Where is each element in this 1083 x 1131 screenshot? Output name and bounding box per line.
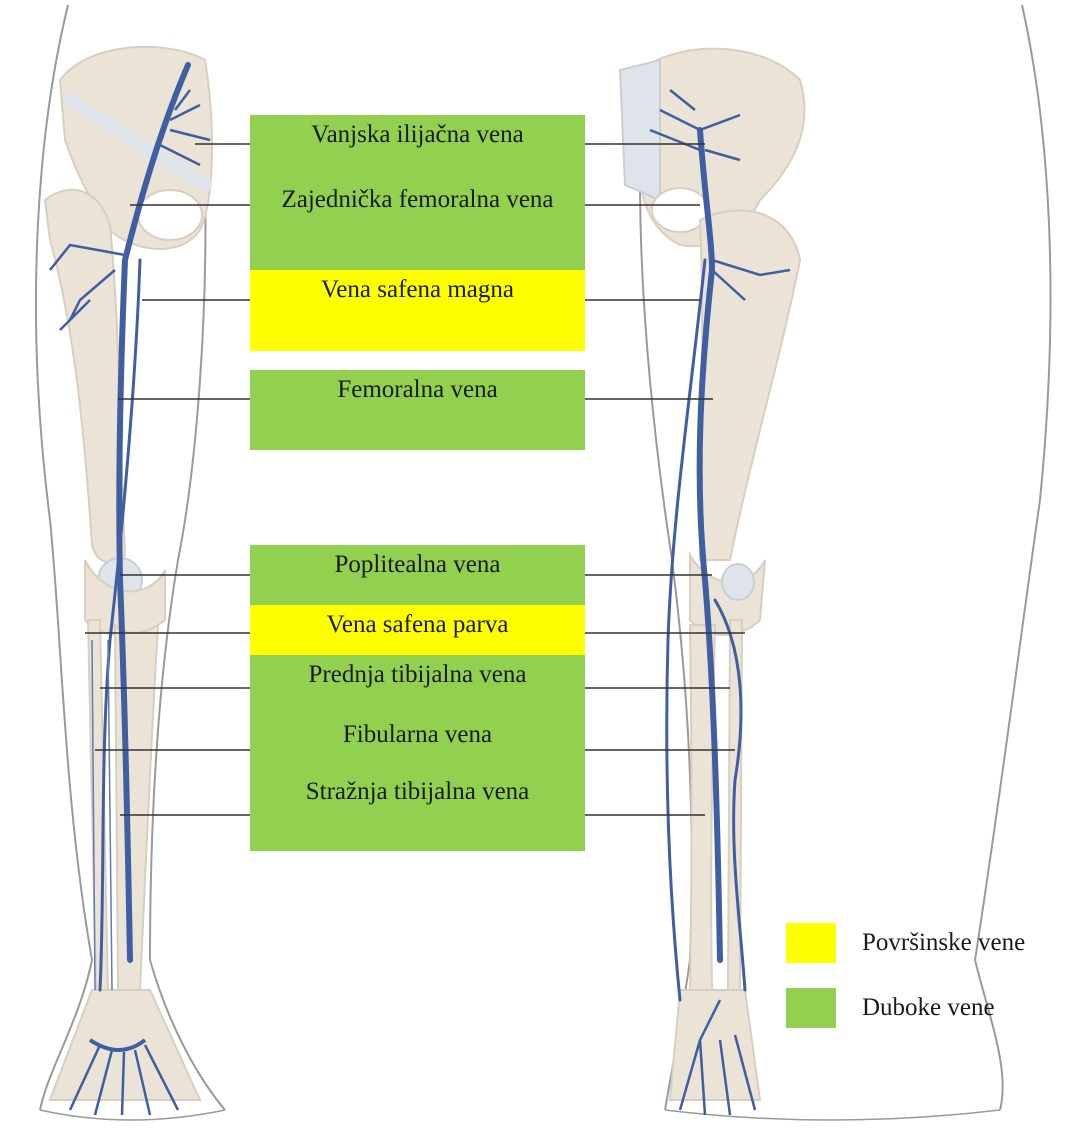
left-femur [45,190,125,563]
left-leg [36,5,225,1120]
right-sacrum [620,60,660,200]
legend-swatch-superficial [786,923,836,963]
label-femoral: Femoralna vena [250,370,585,450]
label-fibular: Fibularna vena [250,715,585,772]
label-external-iliac-text: Vanjska ilijačna vena [311,121,523,148]
left-toes-outline [40,1110,225,1120]
label-posterior-tibial: Stražnja tibijalna vena [250,772,585,851]
left-fibula [88,620,108,990]
label-anterior-tibial-text: Prednja tibijalna vena [309,661,527,688]
left-foot-bones [50,990,200,1100]
label-common-femoral: Zajednička femoralna vena [250,180,585,270]
label-femoral-text: Femoralna vena [337,376,497,403]
label-external-iliac: Vanjska ilijačna vena [250,115,585,180]
label-popliteal: Poplitealna vena [250,545,585,605]
legend-label-deep: Duboke vene [862,993,995,1023]
label-great-saphenous-text: Vena safena magna [321,276,514,303]
right-toes-outline [665,1110,1000,1120]
label-small-saphenous-text: Vena safena parva [327,611,509,638]
legend-swatch-deep [786,988,836,1028]
right-femoral-condyle [722,564,754,600]
left-obturator-foramen [138,190,202,240]
label-great-saphenous: Vena safena magna [250,270,585,351]
label-common-femoral-text: Zajednička femoralna vena [281,186,553,213]
left-leg-skin-outline-inner [150,180,225,1110]
label-posterior-tibial-text: Stražnja tibijalna vena [306,778,530,805]
label-anterior-tibial: Prednja tibijalna vena [250,655,585,715]
legend-label-superficial: Površinske vene [862,928,1025,958]
right-femur [700,210,800,560]
right-leg-skin-outline-inner [640,180,692,1110]
right-foot-bones [670,990,760,1100]
label-popliteal-text: Poplitealna vena [335,551,501,578]
label-small-saphenous: Vena safena parva [250,605,585,655]
label-fibular-text: Fibularna vena [343,721,492,748]
